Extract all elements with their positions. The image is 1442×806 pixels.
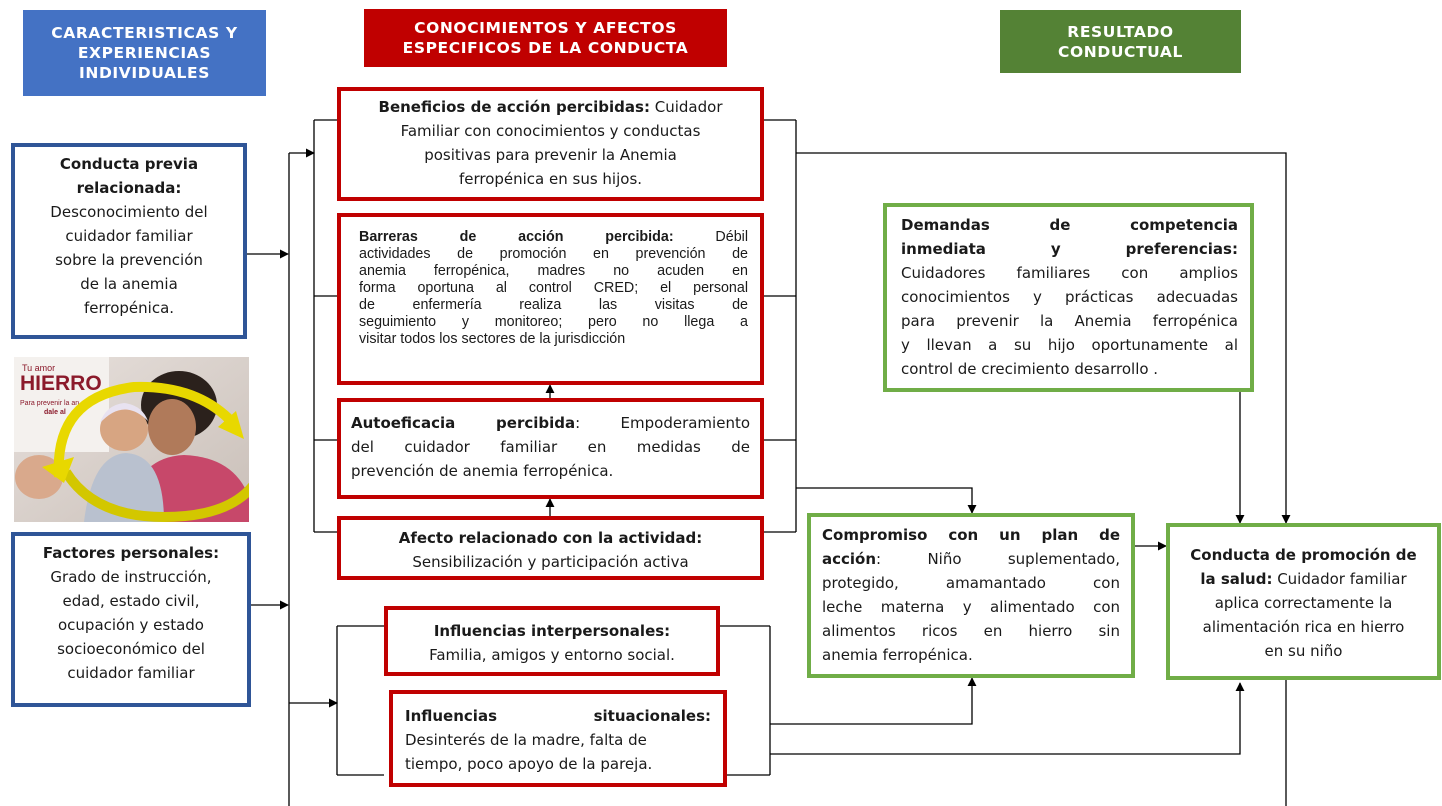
- situacionales-title: situacionales:: [593, 707, 711, 725]
- beneficios-title: Beneficios de acción percibidas:: [378, 98, 650, 116]
- compromiso-text: protegido, amamantado con: [822, 574, 1120, 592]
- barreras-text: forma oportuna al control CRED; el perso…: [359, 280, 748, 296]
- header-caracteristicas-line: INDIVIDUALES: [79, 64, 210, 82]
- conducta-previa-text: sobre la prevención: [55, 251, 203, 269]
- beneficios-text: positivas para prevenir la Anemia: [424, 146, 677, 164]
- autoeficacia-text: del cuidador familiar en medidas de: [351, 438, 750, 456]
- conducta-previa-title: Conducta previa: [59, 155, 199, 173]
- header-resultado: RESULTADO CONDUCTUAL: [1000, 10, 1241, 73]
- conducta-previa-box: Conducta previa relacionada: Desconocimi…: [11, 143, 247, 339]
- beneficios-text: Familiar con conocimientos y conductas: [400, 122, 701, 140]
- conducta-previa-text: de la anemia: [80, 275, 178, 293]
- barreras-title: Barreras de acción percibida:: [359, 229, 674, 245]
- compromiso-title: Compromiso con un plan de: [822, 526, 1120, 544]
- conducta-previa-text: cuidador familiar: [65, 227, 193, 245]
- conducta-promocion-title: la salud:: [1200, 570, 1273, 588]
- afecto-box: Afecto relacionado con la actividad: Sen…: [337, 516, 764, 580]
- demandas-text: control de crecimiento desarrollo .: [901, 360, 1159, 378]
- barreras-text: visitar todos los sectores de la jurisdi…: [359, 331, 626, 347]
- barreras-box: Barreras de acción percibida: Débil acti…: [337, 213, 764, 385]
- barreras-text: anemia ferropénica, madres no acuden en: [359, 263, 748, 279]
- header-conocimientos-line: CONOCIMIENTOS Y AFECTOS: [414, 19, 677, 37]
- autoeficacia-box: Autoeficacia percibida: Empoderamiento d…: [337, 398, 764, 499]
- poster-line: Para prevenir la an: [20, 400, 79, 407]
- barreras-text: seguimiento y monitoreo; pero no llega a: [359, 314, 748, 330]
- compromiso-box: Compromiso con un plan de acción: Niño s…: [807, 513, 1135, 678]
- compromiso-text: anemia ferropénica.: [822, 646, 973, 664]
- mother-child-photo: Tu amor HIERRO Para prevenir la an dale …: [14, 357, 249, 522]
- factores-text: Grado de instrucción,: [50, 568, 212, 586]
- autoeficacia-text: prevención de anemia ferropénica.: [351, 462, 614, 480]
- header-caracteristicas-line: CARACTERISTICAS Y: [51, 24, 238, 42]
- interpersonales-box: Influencias interpersonales: Familia, am…: [384, 606, 720, 676]
- compromiso-text: : Niño suplementado,: [876, 550, 1120, 568]
- poster-small-text: Tu amor: [22, 363, 55, 373]
- beneficios-text: Cuidador: [649, 98, 723, 116]
- compromiso-line-2: acción: Niño suplementado,: [822, 547, 1120, 571]
- demandas-text: y llevan a su hijo oportunamente al: [901, 336, 1238, 354]
- header-conocimientos-line: ESPECIFICOS DE LA CONDUCTA: [402, 39, 689, 57]
- barreras-text: de enfermería realiza las visitas de: [359, 297, 748, 313]
- demandas-text: para prevenir la Anemia ferropénica: [901, 312, 1238, 330]
- poster-line: dale al: [44, 409, 66, 416]
- demandas-body: Cuidadores familiares con amplios conoci…: [901, 261, 1238, 381]
- demandas-title: de: [1049, 216, 1071, 234]
- compromiso-title: acción: [822, 550, 877, 568]
- header-resultado-line: RESULTADO: [1067, 22, 1174, 41]
- factores-text: socioeconómico del: [57, 640, 205, 658]
- situacionales-title: Influencias: [405, 707, 497, 725]
- conducta-previa-text: ferropénica.: [83, 299, 175, 317]
- factores-text: cuidador familiar: [67, 664, 195, 682]
- conducta-promocion-box: Conducta de promoción de la salud: Cuida…: [1166, 523, 1441, 680]
- header-caracteristicas: CARACTERISTICAS Y EXPERIENCIAS INDIVIDUA…: [23, 10, 266, 96]
- compromiso-text: leche materna y alimentado con: [822, 598, 1120, 616]
- beneficios-text: ferropénica en sus hijos.: [458, 170, 643, 188]
- factores-text: ocupación y estado: [58, 616, 204, 634]
- autoeficacia-text: : Empoderamiento: [575, 414, 751, 432]
- demandas-text: conocimientos y prácticas adecuadas: [901, 288, 1238, 306]
- conducta-promocion-text: en su niño: [1264, 642, 1343, 660]
- demandas-title: preferencias:: [1125, 240, 1238, 258]
- demandas-title: y: [1050, 240, 1061, 258]
- conducta-promocion-text: Cuidador familiar: [1272, 570, 1407, 588]
- header-resultado-line: CONDUCTUAL: [1058, 42, 1183, 61]
- factores-title: Factores personales:: [42, 544, 220, 562]
- situacionales-text: Desinterés de la madre, falta de: [405, 731, 647, 749]
- autoeficacia-line-1: Autoeficacia percibida: Empoderamiento: [351, 411, 750, 435]
- factores-text: edad, estado civil,: [62, 592, 200, 610]
- conducta-promocion-text: alimentación rica en hierro: [1202, 618, 1405, 636]
- interpersonales-title: Influencias interpersonales:: [433, 622, 671, 640]
- mother-child-illustration: Tu amor HIERRO Para prevenir la an dale …: [14, 357, 249, 522]
- compromiso-text: alimentos ricos en hierro sin: [822, 622, 1120, 640]
- afecto-title: Afecto relacionado con la actividad:: [398, 529, 703, 547]
- demandas-title-line: inmediata y preferencias:: [901, 237, 1238, 261]
- factores-personales-box: Factores personales: Grado de instrucció…: [11, 532, 251, 707]
- conducta-previa-title: relacionada:: [76, 179, 182, 197]
- poster-title: HIERRO: [20, 372, 102, 395]
- conducta-promocion-line-2: la salud: Cuidador familiar: [1170, 567, 1437, 591]
- beneficios-box: Beneficios de acción percibidas: Cuidado…: [337, 87, 764, 201]
- situacionales-text: tiempo, poco apoyo de la pareja.: [405, 755, 653, 773]
- situacionales-box: Influencias situacionales: Desinterés de …: [389, 690, 727, 787]
- beneficios-line-1: Beneficios de acción percibidas: Cuidado…: [341, 95, 760, 119]
- demandas-title: inmediata: [901, 240, 986, 258]
- demandas-box: Demandas de competencia inmediata y preferen…: [883, 203, 1254, 392]
- barreras-line-1: Barreras de acción percibida: Débil: [359, 229, 748, 246]
- afecto-text: Sensibilización y participación activa: [412, 553, 689, 571]
- interpersonales-text: Familia, amigos y entorno social.: [429, 646, 675, 664]
- conducta-promocion-title: Conducta de promoción de: [1190, 546, 1417, 564]
- demandas-title: competencia: [1130, 216, 1238, 234]
- header-conocimientos: CONOCIMIENTOS Y AFECTOS ESPECIFICOS DE L…: [364, 9, 727, 67]
- barreras-text: actividades de promoción en prevención d…: [359, 246, 748, 262]
- demandas-title: Demandas: [901, 216, 990, 234]
- situacionales-title-line: Influencias situacionales:: [405, 704, 711, 728]
- conducta-previa-text: Desconocimiento del: [50, 203, 208, 221]
- demandas-text: Cuidadores familiares con amplios: [901, 264, 1238, 282]
- demandas-title-line: Demandas de competencia: [901, 213, 1238, 237]
- barreras-text: Débil: [673, 229, 748, 245]
- header-caracteristicas-line: EXPERIENCIAS: [77, 44, 212, 62]
- conducta-promocion-text: aplica correctamente la: [1214, 594, 1393, 612]
- autoeficacia-title: Autoeficacia percibida: [351, 414, 576, 432]
